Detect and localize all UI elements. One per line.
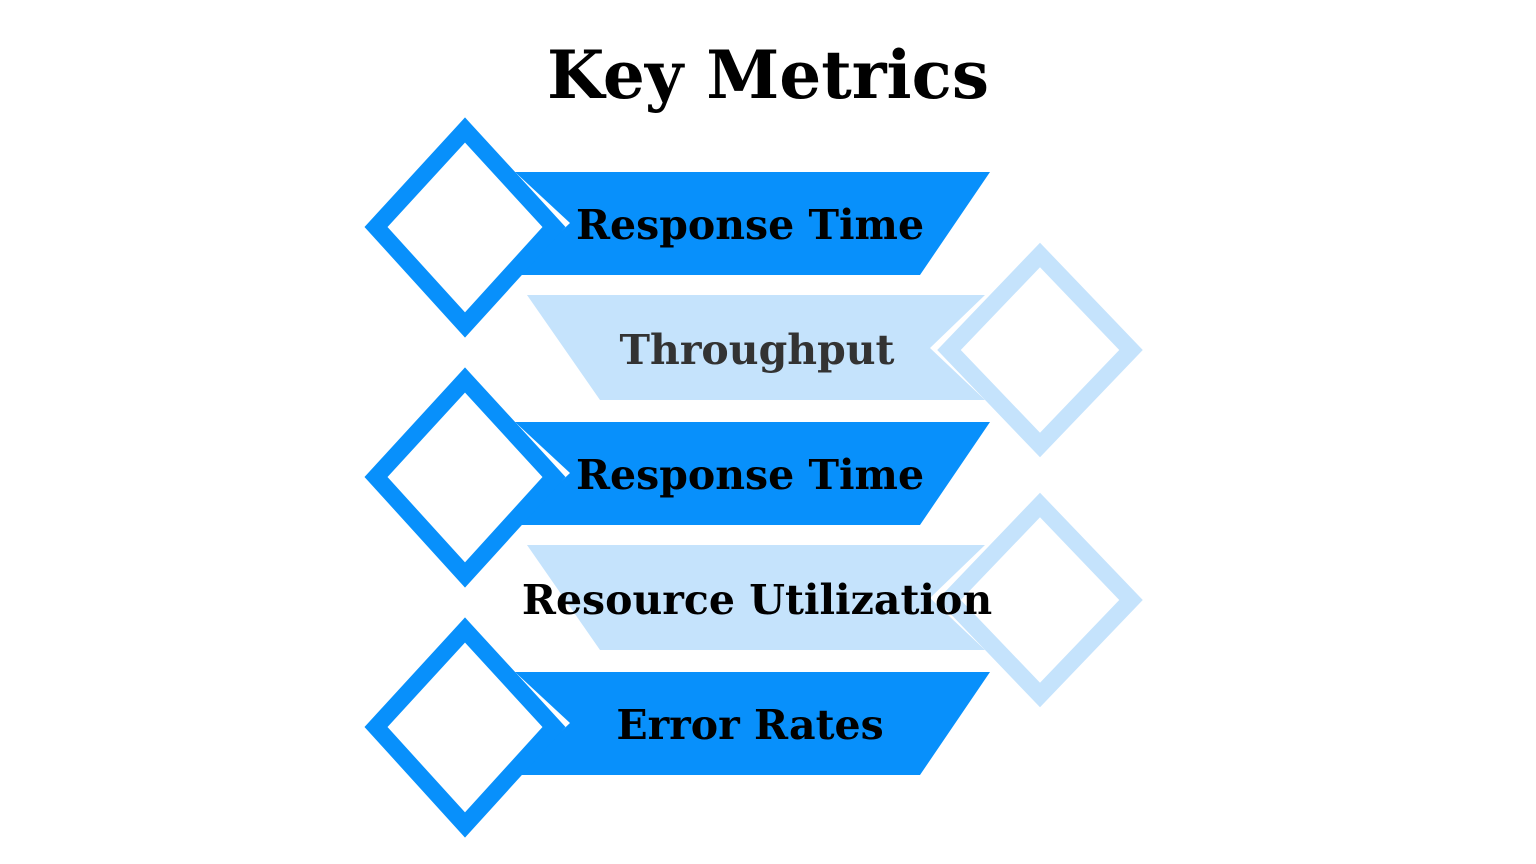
row-3-band[interactable] bbox=[515, 422, 990, 525]
row-2-shapes bbox=[527, 242, 1143, 458]
row-2-diamond-icon bbox=[937, 242, 1143, 458]
row-1-diamond-icon bbox=[364, 117, 566, 338]
diagram-row-5[interactable]: Error Rates bbox=[0, 617, 1536, 838]
row-5-band[interactable] bbox=[515, 672, 990, 775]
page-title: Key Metrics bbox=[547, 36, 989, 114]
row-5-diamond-icon bbox=[364, 617, 566, 838]
row-3-shapes bbox=[364, 367, 990, 588]
row-2-band[interactable] bbox=[527, 295, 985, 400]
row-4-diamond-icon bbox=[937, 492, 1143, 708]
row-1-shapes bbox=[364, 117, 990, 338]
row-1-band[interactable] bbox=[515, 172, 990, 275]
row-4-band[interactable] bbox=[527, 545, 985, 650]
row-4-shapes bbox=[527, 492, 1143, 708]
row-3-diamond-icon bbox=[364, 367, 566, 588]
row-5-shapes bbox=[364, 617, 990, 838]
